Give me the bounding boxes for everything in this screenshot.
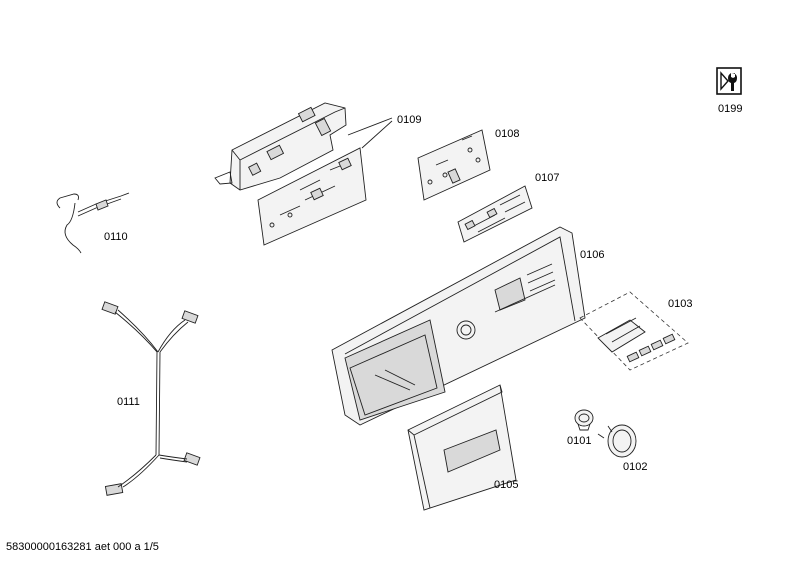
- part-label-0105: 0105: [494, 479, 518, 491]
- part-label-0109: 0109: [397, 114, 421, 126]
- part-label-0110: 0110: [104, 231, 128, 243]
- part-label-0106: 0106: [580, 249, 604, 261]
- document-footer-code: 58300000163281 aet 000 a 1/5: [6, 541, 159, 553]
- button-block-illustration: [579, 291, 689, 371]
- control-module-illustration: [214, 102, 393, 246]
- part-label-0108: 0108: [495, 128, 519, 140]
- part-label-0103: 0103: [668, 298, 692, 310]
- display-module-illustration: [457, 185, 533, 243]
- large-knob-illustration: [597, 424, 637, 458]
- part-label-0107: 0107: [535, 172, 559, 184]
- part-label-0199: 0199: [718, 103, 742, 115]
- power-cable-illustration: [56, 192, 130, 254]
- drawer-handle-illustration: [407, 384, 517, 511]
- part-label-0101: 0101: [567, 435, 591, 447]
- wire-harness-illustration: [101, 301, 201, 496]
- pcb-board-illustration: [417, 129, 491, 201]
- wrench-service-icon: [716, 67, 742, 95]
- part-label-0111: 0111: [117, 396, 140, 408]
- part-label-0102: 0102: [623, 461, 647, 473]
- control-panel-fascia-illustration: [331, 226, 586, 426]
- small-knob-illustration: [574, 409, 594, 431]
